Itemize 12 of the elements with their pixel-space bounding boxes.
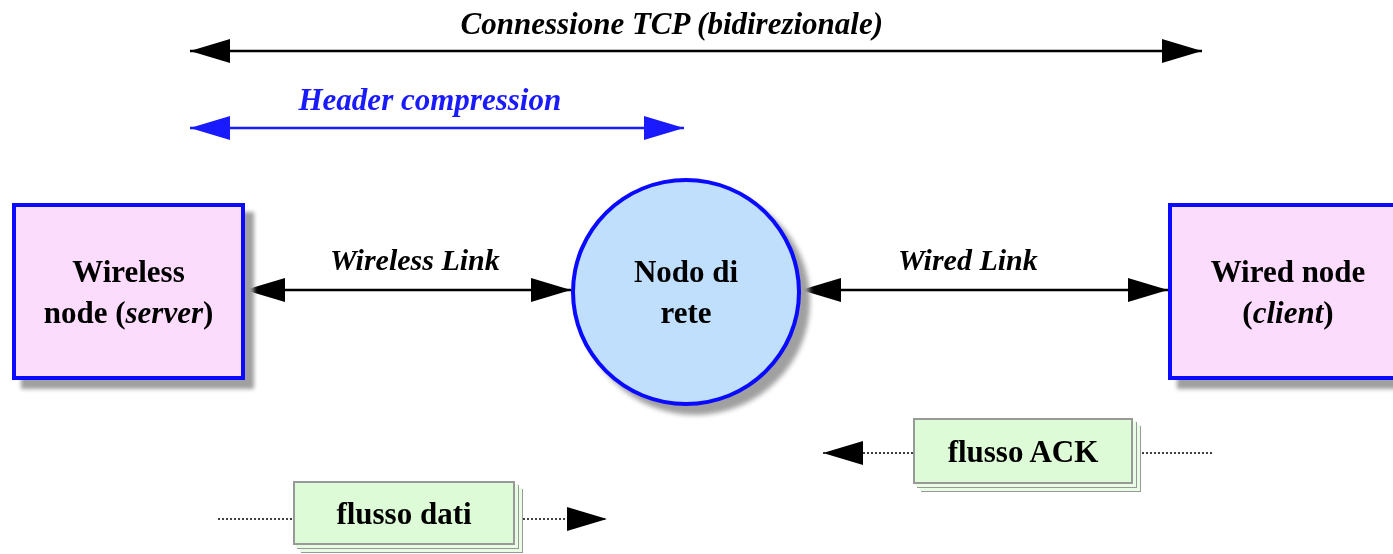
- node-label: Wireless node (server): [43, 252, 214, 332]
- node-box: [1168, 203, 1393, 380]
- span-label: Header compression: [298, 82, 562, 118]
- node-label: flusso dati: [335, 494, 473, 533]
- node-label: flusso ACK: [946, 432, 1100, 471]
- node-label: Nodo di rete: [632, 253, 740, 332]
- arrow: [822, 441, 914, 465]
- node-label: Wired node (client): [1209, 252, 1367, 332]
- node-box: [12, 203, 245, 380]
- arrow: [245, 278, 571, 302]
- span-label: Connessione TCP (bidirezionale): [460, 6, 884, 42]
- arrow: [801, 278, 1168, 302]
